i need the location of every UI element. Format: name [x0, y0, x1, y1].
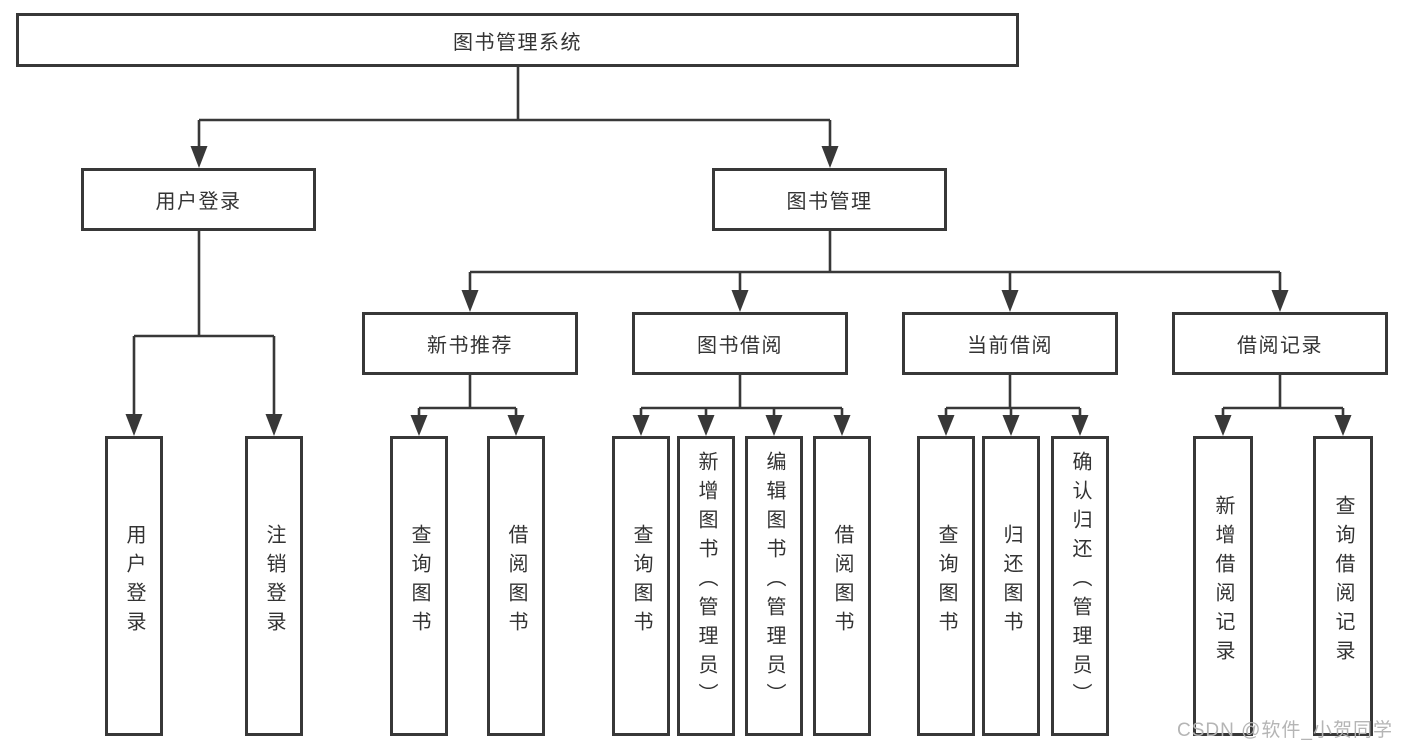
node-library-system-label: 图书管理系统: [453, 31, 582, 54]
leaf-confirm-return-admin-label: 确认归还（管理员）: [1069, 451, 1091, 712]
node-book-management-label: 图书管理: [786, 191, 873, 213]
leaf-borrow-query-books-label: 查询图书: [630, 523, 652, 640]
leaf-edit-book-admin-label: 编辑图书（管理员）: [763, 451, 785, 712]
node-book-borrow: 图书借阅: [632, 312, 848, 375]
leaf-recommend-query-books: 查询图书: [390, 436, 448, 736]
leaf-recommend-query-books-label: 查询图书: [408, 523, 430, 640]
leaf-add-book-admin: 新增图书（管理员）: [677, 436, 735, 736]
node-user-login: 用户登录: [81, 168, 316, 231]
leaf-edit-book-admin: 编辑图书（管理员）: [745, 436, 803, 736]
leaf-borrow-book-label: 借阅图书: [831, 523, 853, 640]
leaf-user-login: 用户登录: [105, 436, 163, 736]
leaf-query-borrow-record: 查询借阅记录: [1313, 436, 1373, 736]
leaf-add-borrow-record-label: 新增借阅记录: [1212, 494, 1234, 669]
leaf-borrow-query-books: 查询图书: [612, 436, 670, 736]
node-borrow-records: 借阅记录: [1172, 312, 1388, 375]
node-current-borrow: 当前借阅: [902, 312, 1118, 375]
node-book-borrow-label: 图书借阅: [697, 335, 783, 357]
leaf-return-book-label: 归还图书: [1000, 523, 1022, 640]
leaf-query-borrow-record-label: 查询借阅记录: [1332, 494, 1354, 669]
leaf-current-query-books: 查询图书: [917, 436, 975, 736]
leaf-recommend-borrow-books-label: 借阅图书: [505, 523, 527, 640]
node-user-login-label: 用户登录: [155, 191, 242, 213]
leaf-return-book: 归还图书: [982, 436, 1040, 736]
leaf-current-query-books-label: 查询图书: [935, 523, 957, 640]
leaf-logout: 注销登录: [245, 436, 303, 736]
leaf-logout-label: 注销登录: [263, 523, 285, 640]
node-current-borrow-label: 当前借阅: [967, 335, 1053, 357]
leaf-add-book-admin-label: 新增图书（管理员）: [695, 451, 717, 712]
node-borrow-records-label: 借阅记录: [1237, 335, 1323, 357]
node-library-system: 图书管理系统: [16, 13, 1019, 67]
leaf-user-login-label: 用户登录: [123, 523, 145, 640]
node-book-management: 图书管理: [712, 168, 947, 231]
leaf-recommend-borrow-books: 借阅图书: [487, 436, 545, 736]
node-new-book-recommend: 新书推荐: [362, 312, 578, 375]
leaf-confirm-return-admin: 确认归还（管理员）: [1051, 436, 1109, 736]
leaf-borrow-book: 借阅图书: [813, 436, 871, 736]
watermark: CSDN @软件_小贺同学: [1177, 720, 1393, 741]
node-new-book-recommend-label: 新书推荐: [427, 335, 513, 357]
leaf-add-borrow-record: 新增借阅记录: [1193, 436, 1253, 736]
